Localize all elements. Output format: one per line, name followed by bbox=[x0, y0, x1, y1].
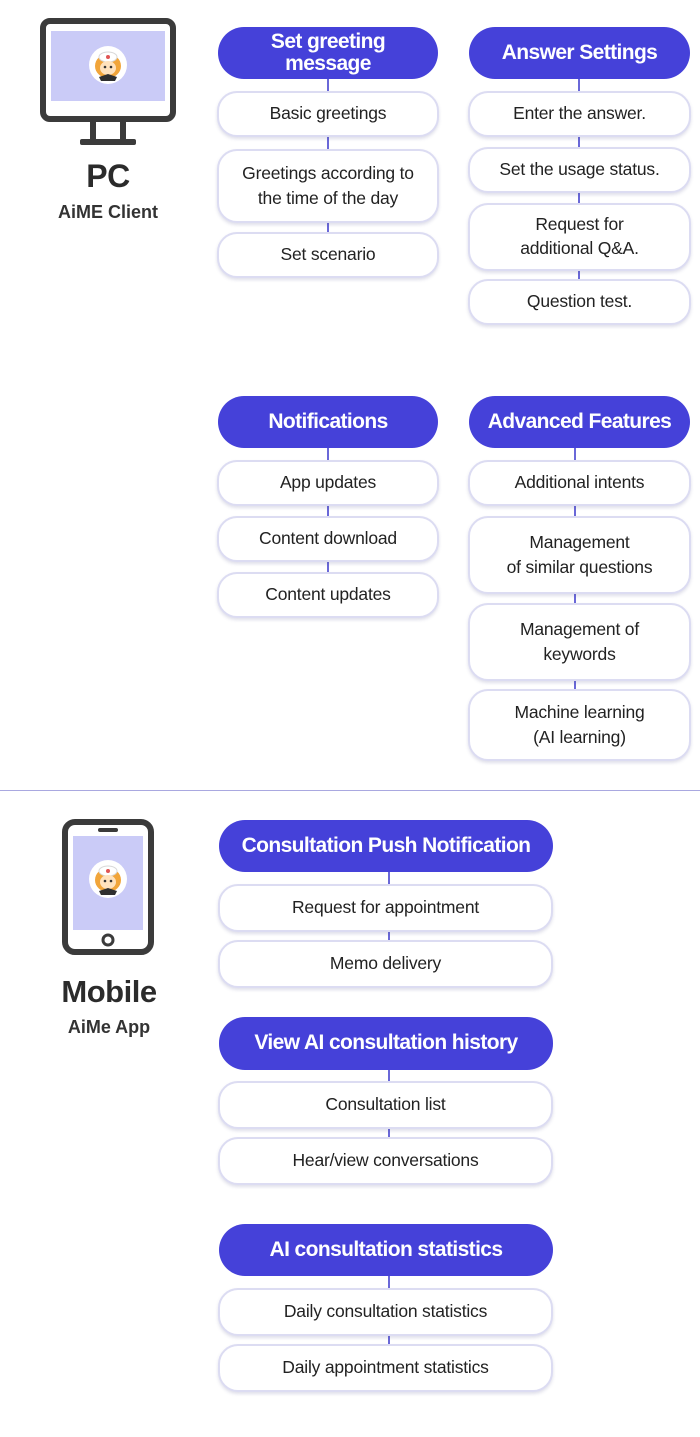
header-view-ai-consultation-history[interactable]: View AI consultation history bbox=[219, 1017, 553, 1070]
item-memo-delivery[interactable]: Memo delivery bbox=[218, 940, 553, 988]
item-content-updates[interactable]: Content updates bbox=[217, 572, 439, 618]
item-request-additional-qa[interactable]: Request for additional Q&A. bbox=[468, 203, 691, 271]
pc-title: PC bbox=[86, 158, 130, 194]
item-question-test[interactable]: Question test. bbox=[468, 279, 691, 325]
item-greetings-time-of-day[interactable]: Greetings according to the time of the d… bbox=[217, 149, 439, 223]
item-basic-greetings[interactable]: Basic greetings bbox=[217, 91, 439, 137]
mobile-title: Mobile bbox=[61, 974, 157, 1009]
header-answer-settings[interactable]: Answer Settings bbox=[469, 27, 690, 79]
item-additional-intents[interactable]: Additional intents bbox=[468, 460, 691, 506]
item-enter-the-answer[interactable]: Enter the answer. bbox=[468, 91, 691, 137]
header-ai-consultation-statistics[interactable]: AI consultation statistics bbox=[219, 1224, 553, 1276]
mobile-subtitle: AiMe App bbox=[67, 1017, 151, 1037]
header-notifications[interactable]: Notifications bbox=[218, 396, 438, 448]
item-consultation-list[interactable]: Consultation list bbox=[218, 1081, 553, 1129]
header-advanced-features[interactable]: Advanced Features bbox=[469, 396, 690, 448]
smartphone-icon bbox=[62, 819, 154, 955]
monitor-icon bbox=[40, 18, 176, 145]
mascot-avatar-icon bbox=[89, 46, 127, 84]
item-request-for-appointment[interactable]: Request for appointment bbox=[218, 884, 553, 932]
item-management-similar-questions[interactable]: Management of similar questions bbox=[468, 516, 691, 594]
item-management-keywords[interactable]: Management of keywords bbox=[468, 603, 691, 681]
item-content-download[interactable]: Content download bbox=[217, 516, 439, 562]
item-set-usage-status[interactable]: Set the usage status. bbox=[468, 147, 691, 193]
item-set-scenario[interactable]: Set scenario bbox=[217, 232, 439, 278]
item-machine-learning[interactable]: Machine learning (AI learning) bbox=[468, 689, 691, 761]
header-set-greeting-message[interactable]: Set greeting message bbox=[218, 27, 438, 79]
pc-subtitle: AiME Client bbox=[57, 202, 158, 222]
mascot-avatar-icon bbox=[89, 860, 127, 898]
item-daily-appointment-statistics[interactable]: Daily appointment statistics bbox=[218, 1344, 553, 1392]
item-hear-view-conversations[interactable]: Hear/view conversations bbox=[218, 1137, 553, 1185]
item-app-updates[interactable]: App updates bbox=[217, 460, 439, 506]
header-consultation-push-notification[interactable]: Consultation Push Notification bbox=[219, 820, 553, 872]
section-divider bbox=[0, 790, 700, 791]
item-daily-consultation-statistics[interactable]: Daily consultation statistics bbox=[218, 1288, 553, 1336]
